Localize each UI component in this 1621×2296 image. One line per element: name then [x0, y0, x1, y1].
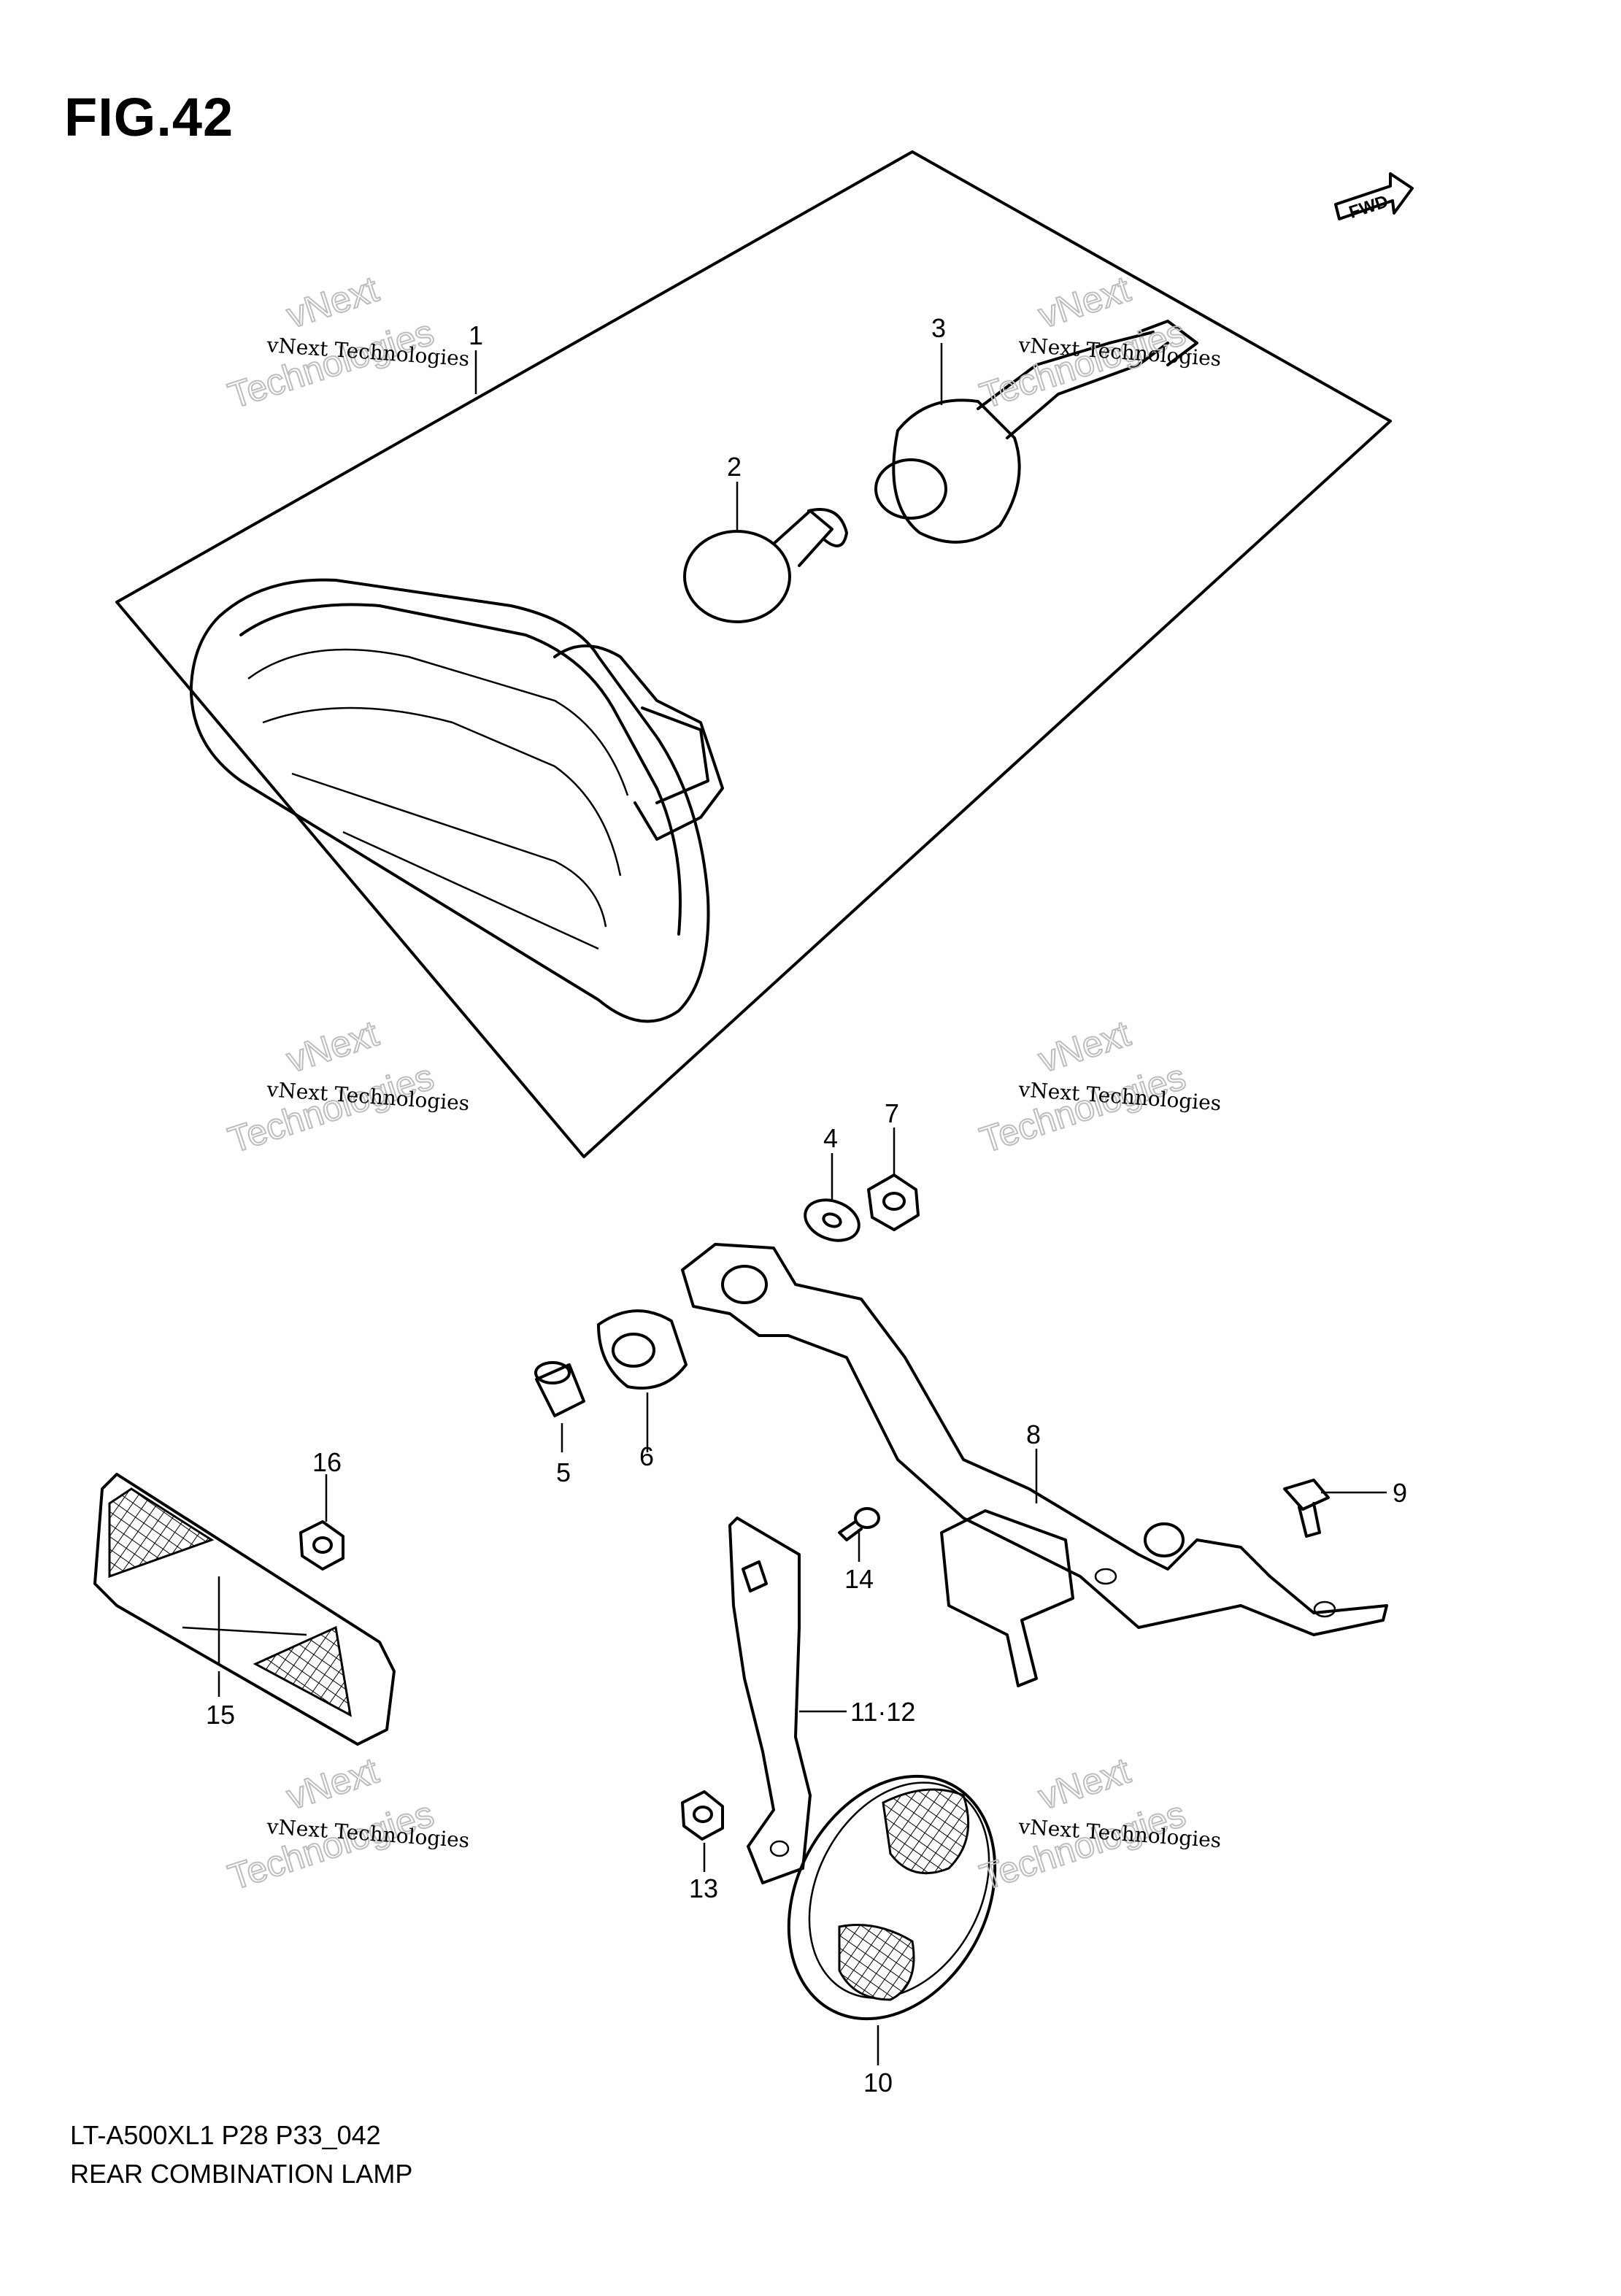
washer [804, 1198, 860, 1242]
lamp-housing [189, 578, 724, 1023]
callout-9: 9 [1393, 1478, 1407, 1508]
svg-text:vNext: vNext [1033, 1013, 1135, 1081]
round-reflector [787, 1774, 997, 2021]
callout-15: 15 [206, 1700, 235, 1730]
callout-14: 14 [844, 1564, 874, 1594]
watermark-bottom-right: vNext Technologies vNext Technologies [974, 1749, 1222, 1899]
assembly-frame [115, 150, 1392, 1158]
svg-text:vNext: vNext [282, 1750, 383, 1818]
diagram-caption: REAR COMBINATION LAMP [70, 2159, 413, 2189]
callout-2: 2 [727, 452, 742, 482]
nut-13 [681, 1790, 724, 1841]
fwd-label: FWD [1347, 192, 1390, 223]
watermark-bottom-left: vNext Technologies vNext Technologies [223, 1749, 470, 1899]
bolt-9 [1283, 1479, 1330, 1538]
model-code: LT-A500XL1 P28 P33_042 [70, 2120, 381, 2150]
reflector-stay [728, 1517, 812, 1884]
fwd-arrow-icon: FWD [1334, 172, 1414, 223]
socket-harness [874, 320, 1198, 544]
watermark-mid-right: vNext Technologies vNext Technologies [974, 1012, 1222, 1162]
svg-text:vNext: vNext [282, 269, 383, 336]
svg-text:vNext: vNext [282, 1013, 383, 1081]
watermark-top-left: vNext Technologies vNext Technologies [223, 268, 470, 417]
figure-title: FIG.42 [64, 87, 234, 147]
callout-8: 8 [1026, 1419, 1041, 1449]
nut-16 [299, 1520, 344, 1571]
grommet [597, 1309, 688, 1390]
collar [534, 1361, 585, 1417]
callout-3: 3 [931, 313, 946, 343]
callout-6: 6 [639, 1441, 654, 1471]
leader-lines [217, 343, 1387, 2065]
callout-5: 5 [556, 1457, 571, 1487]
svg-text:vNext: vNext [1033, 269, 1135, 336]
svg-text:vNext: vNext [1033, 1750, 1135, 1818]
callout-1: 1 [469, 320, 483, 350]
watermark-mid-left: vNext Technologies vNext Technologies [223, 1012, 470, 1162]
rect-reflector [93, 1473, 396, 1746]
main-bracket [681, 1243, 1388, 1687]
callout-13: 13 [689, 1873, 718, 1903]
bulb [683, 508, 848, 623]
callout-4: 4 [823, 1123, 838, 1153]
callout-16: 16 [312, 1447, 342, 1477]
nut-7 [867, 1174, 920, 1231]
callout-7: 7 [885, 1098, 899, 1128]
watermark-top-right: vNext Technologies vNext Technologies [974, 268, 1222, 417]
screw-14 [838, 1507, 880, 1541]
callout-10: 10 [863, 2068, 893, 2097]
callout-11-12: 11·12 [850, 1697, 915, 1727]
